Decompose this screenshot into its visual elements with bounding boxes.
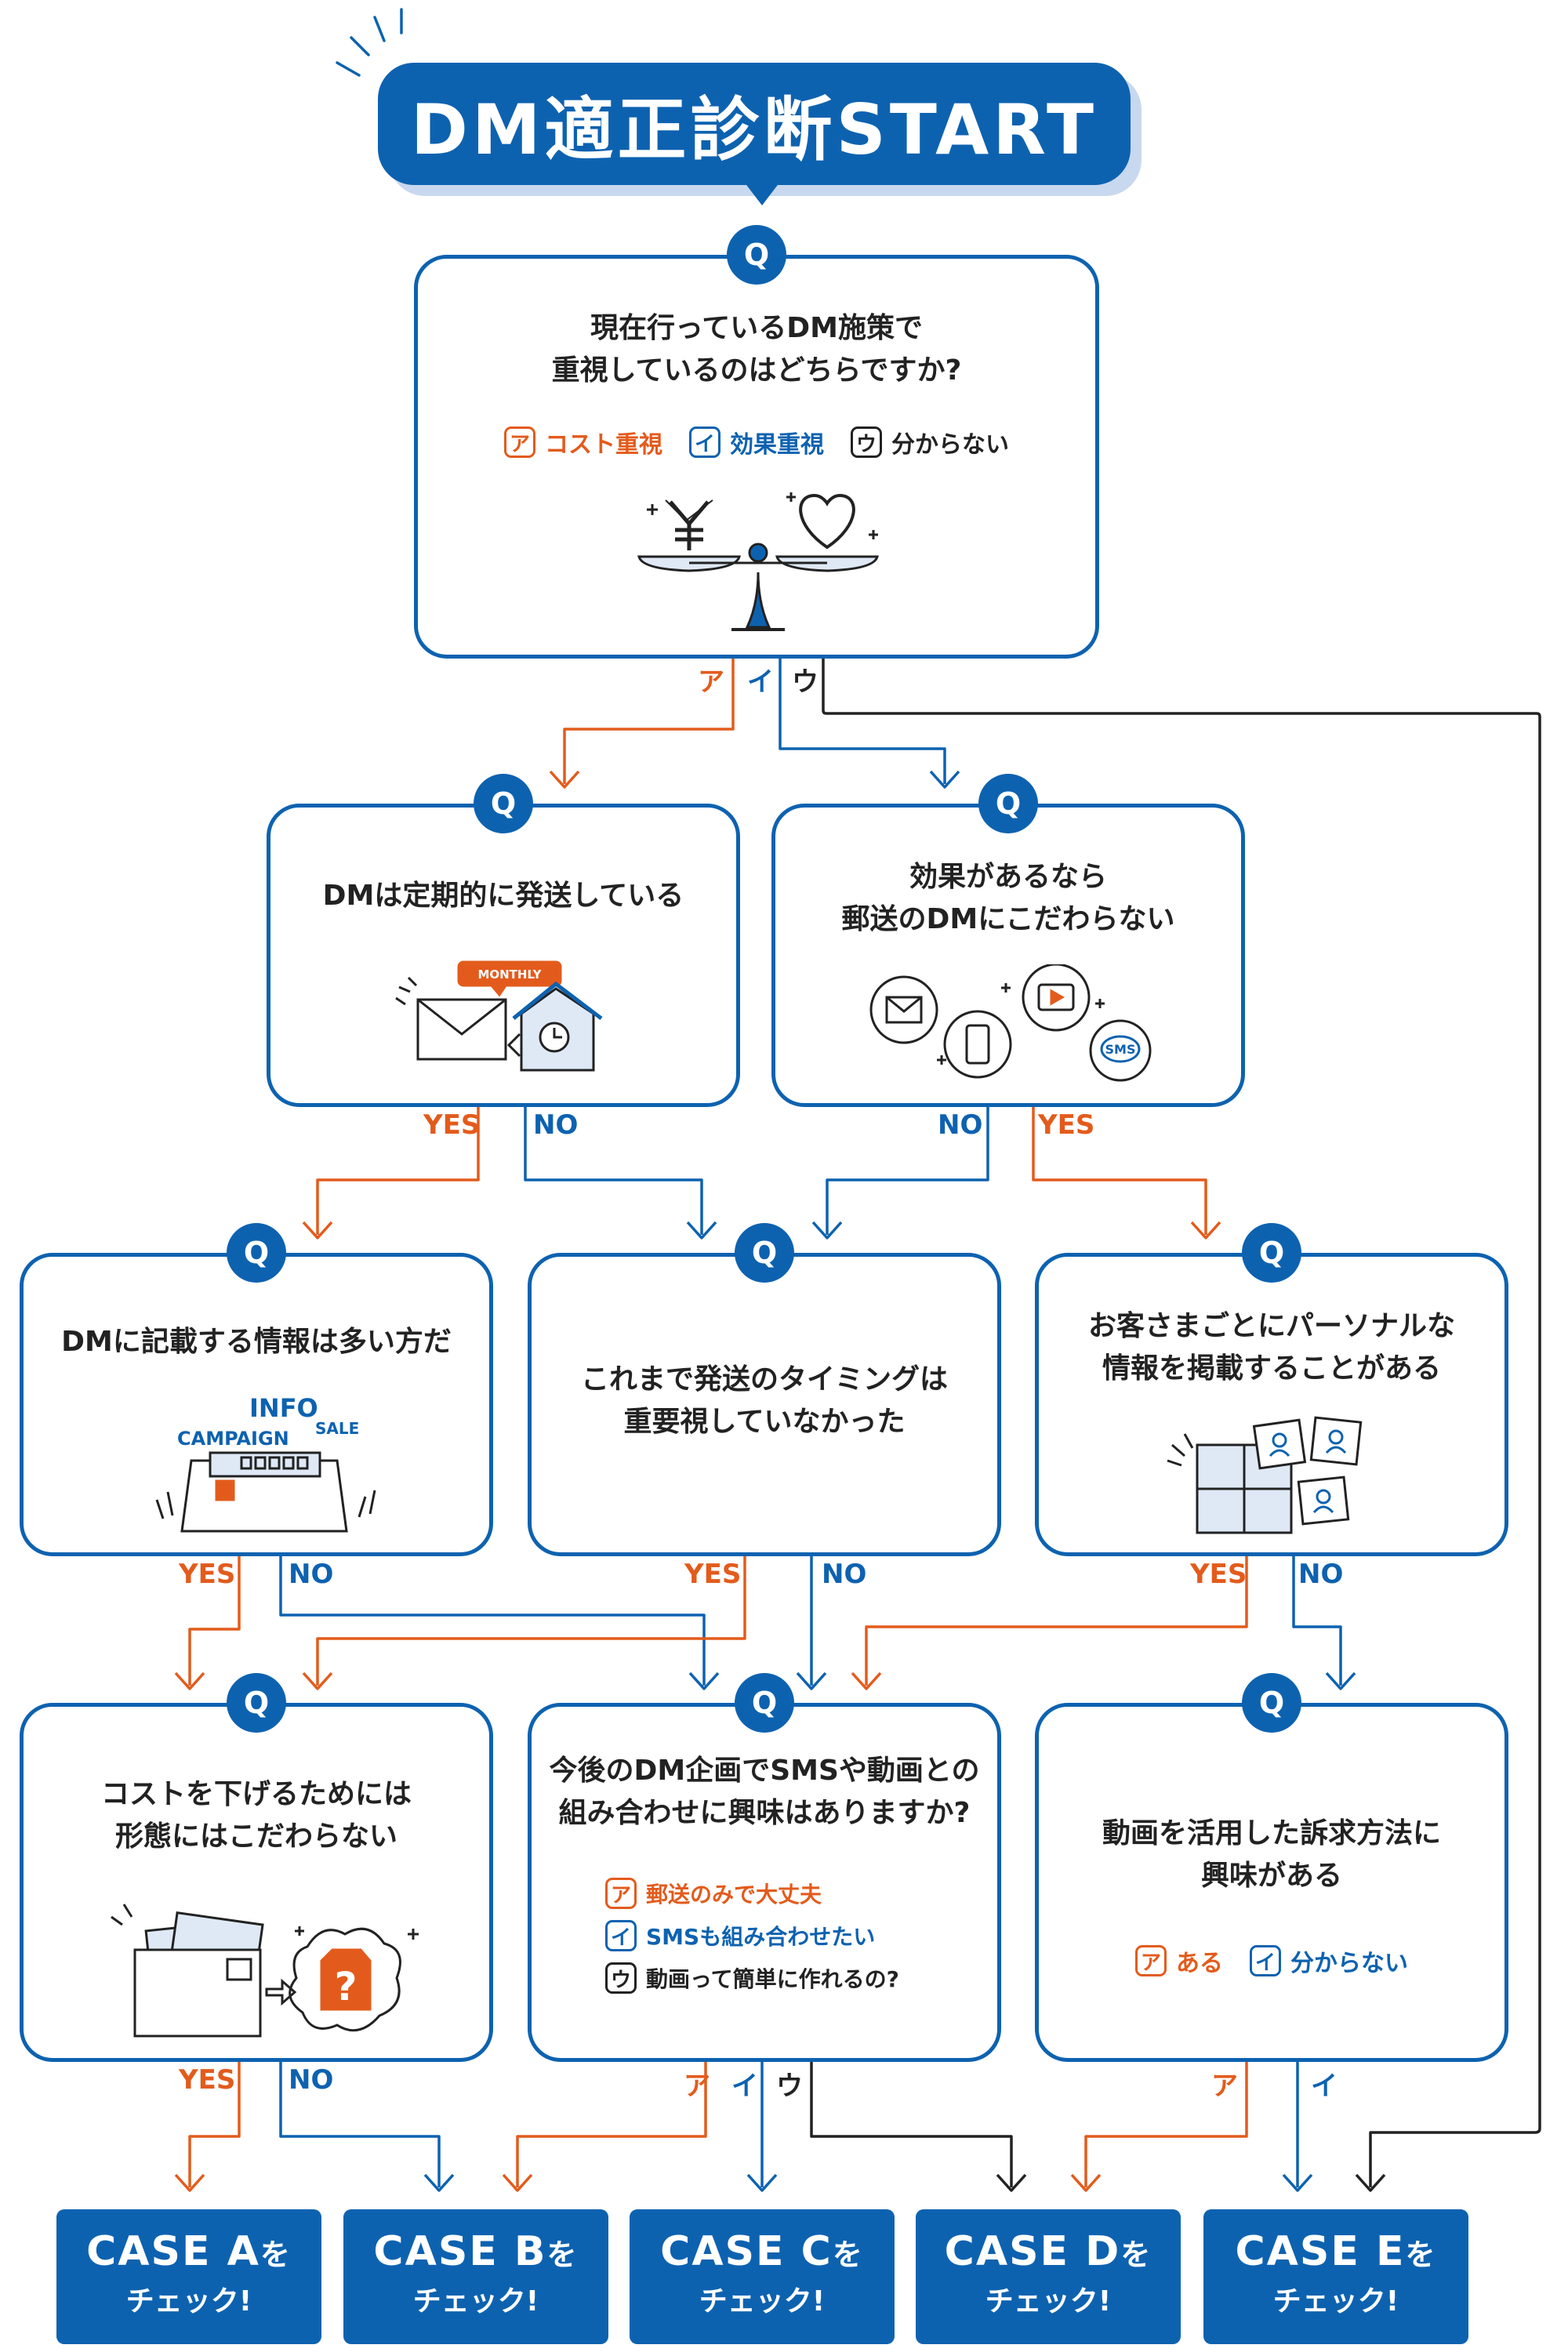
q3b-text-line1: これまで発送のタイミングは <box>580 1363 948 1396</box>
case-e-title: CASE E <box>1235 2228 1406 2275</box>
q4c-branch-i: イ <box>1311 2071 1338 2102</box>
q-badge-q4c: Q <box>1242 1673 1301 1733</box>
mail-calendar-house-icon: MONTHLY <box>395 960 603 1072</box>
start-title: DM適正診断START <box>378 63 1131 185</box>
scale-yen-heart-icon <box>637 492 879 631</box>
svg-text:?: ? <box>334 1964 357 2009</box>
q-badge-q3b: Q <box>735 1223 794 1283</box>
q-badge-q4a: Q <box>227 1673 286 1733</box>
q2a-text-line1: DMは定期的に発送している <box>322 880 684 912</box>
q1-text-line2: 重視しているのはどちらですか? <box>551 354 962 387</box>
case-b-suffix: を <box>546 2238 579 2272</box>
case-b-title: CASE B <box>373 2228 547 2275</box>
q4a-no-label: NO <box>289 2064 334 2096</box>
q2a-no-label: NO <box>533 1109 579 1141</box>
case-a-title: CASE A <box>86 2228 260 2275</box>
case-d-title: CASE D <box>944 2228 1121 2275</box>
q4c-text-line1: 動画を活用した訴求方法に <box>1102 1817 1441 1849</box>
q3c-no-label: NO <box>1298 1559 1344 1590</box>
q2b-no-label: NO <box>938 1109 983 1141</box>
q4b-branch-u: ウ <box>776 2071 803 2102</box>
case-e-sub: チェック! <box>1272 2285 1399 2318</box>
question-box-q3a: DMに記載する情報は多い方だ INFO CAMPAIGN SALE <box>20 1253 493 1556</box>
q-badge-q3c: Q <box>1242 1223 1301 1283</box>
envelopes-question-icon: ? <box>111 1904 419 2038</box>
q3a-no-label: NO <box>289 1559 334 1590</box>
q1-option-a: アコスト重視 <box>504 425 662 459</box>
q4c-option-i: イ分からない <box>1250 1944 1408 1978</box>
q4a-text-line2: 形態にはこだわらない <box>114 1820 397 1853</box>
burst-lines <box>336 8 403 77</box>
case-b-button[interactable]: CASE Bを チェック! <box>343 2209 608 2344</box>
case-d-suffix: を <box>1120 2238 1152 2272</box>
case-c-title: CASE C <box>660 2228 833 2275</box>
q2b-text-line1: 効果があるなら <box>909 861 1107 893</box>
case-b-sub: チェック! <box>412 2285 539 2318</box>
q4c-text-line2: 興味がある <box>1200 1860 1342 1892</box>
q4a-text-line1: コストを下げるためには <box>100 1778 412 1810</box>
case-a-suffix: を <box>260 2238 292 2272</box>
q3a-yes-label: YES <box>179 1559 236 1590</box>
case-c-sub: チェック! <box>699 2285 826 2318</box>
question-box-q2b: 効果があるなら 郵送のDMにこだわらない SMS <box>771 804 1245 1107</box>
q-badge-q1: Q <box>727 225 786 285</box>
question-box-q1: 現在行っているDM施策で 重視しているのはどちらですか? アコスト重視 イ効果重… <box>414 255 1099 659</box>
store-sign-info-icon: INFO CAMPAIGN SALE <box>155 1393 376 1533</box>
q3c-text-line1: お客さまごとにパーソナルな <box>1087 1310 1455 1342</box>
q1-text-line1: 現在行っているDM施策で <box>590 312 923 344</box>
q4b-option-a: ア郵送のみで大丈夫 <box>605 1878 899 1909</box>
q1-branch-a: ア <box>698 666 724 698</box>
question-box-q3b: これまで発送のタイミングは 重要視していなかった <box>528 1253 1001 1556</box>
q4b-option-u: ウ動画って簡単に作れるの? <box>605 1962 899 1994</box>
q2a-yes-label: YES <box>423 1109 481 1141</box>
q-badge-q3a: Q <box>227 1223 286 1283</box>
q-badge-q4b: Q <box>735 1673 794 1733</box>
q3b-text-line2: 重要視していなかった <box>623 1406 906 1438</box>
case-c-suffix: を <box>832 2238 864 2272</box>
case-a-button[interactable]: CASE Aを チェック! <box>56 2209 321 2344</box>
sign-campaign-text: CAMPAIGN <box>177 1428 289 1450</box>
sign-info-text: INFO <box>249 1393 318 1423</box>
case-a-sub: チェック! <box>125 2285 252 2318</box>
q3c-text-line2: 情報を掲載することがある <box>1102 1352 1441 1385</box>
q1-branch-u: ウ <box>792 666 818 698</box>
q3c-yes-label: YES <box>1190 1559 1247 1590</box>
q4a-yes-label: YES <box>179 2064 236 2096</box>
q4c-option-a: アある <box>1135 1944 1223 1978</box>
q3a-text-line1: DMに記載する情報は多い方だ <box>61 1326 452 1358</box>
q-badge-q2b: Q <box>978 774 1038 833</box>
puzzle-persons-icon <box>1167 1416 1363 1534</box>
case-e-suffix: を <box>1405 2238 1437 2272</box>
sign-sale-text: SALE <box>315 1419 359 1438</box>
q1-branch-i: イ <box>747 666 774 698</box>
q4b-branch-a: ア <box>684 2071 710 2102</box>
case-c-button[interactable]: CASE Cを チェック! <box>630 2209 895 2344</box>
q4b-text-line1: 今後のDM企画でSMSや動画との <box>549 1755 980 1787</box>
q2b-yes-label: YES <box>1038 1109 1095 1141</box>
q-badge-q2a: Q <box>474 774 533 833</box>
q2b-text-line2: 郵送のDMにこだわらない <box>841 903 1175 935</box>
q4b-branch-i: イ <box>731 2071 758 2102</box>
case-d-button[interactable]: CASE Dを チェック! <box>916 2209 1181 2344</box>
question-box-q4c: 動画を活用した訴求方法に 興味がある アある イ分からない <box>1035 1703 1508 2062</box>
q1-option-i: イ効果重視 <box>689 425 824 459</box>
case-e-button[interactable]: CASE Eを チェック! <box>1203 2209 1468 2344</box>
q4c-branch-a: ア <box>1211 2071 1238 2102</box>
monthly-badge-text: MONTHLY <box>477 967 542 982</box>
question-box-q4b: 今後のDM企画でSMSや動画との 組み合わせに興味はありますか? ア郵送のみで大… <box>528 1703 1001 2062</box>
question-box-q4a: コストを下げるためには 形態にはこだわらない ? <box>20 1703 493 2062</box>
sms-badge-text: SMS <box>1105 1042 1136 1057</box>
q3b-no-label: NO <box>822 1559 867 1590</box>
channels-icon: SMS <box>869 964 1152 1082</box>
question-box-q3c: お客さまごとにパーソナルな 情報を掲載することがある <box>1035 1253 1508 1556</box>
question-box-q2a: DMは定期的に発送している MONTHLY <box>267 804 740 1107</box>
title-pointer <box>742 179 782 205</box>
case-d-sub: チェック! <box>985 2285 1112 2318</box>
q4b-text-line2: 組み合わせに興味はありますか? <box>558 1797 971 1829</box>
q1-option-u: ウ分からない <box>851 425 1009 459</box>
q3b-yes-label: YES <box>684 1559 742 1590</box>
